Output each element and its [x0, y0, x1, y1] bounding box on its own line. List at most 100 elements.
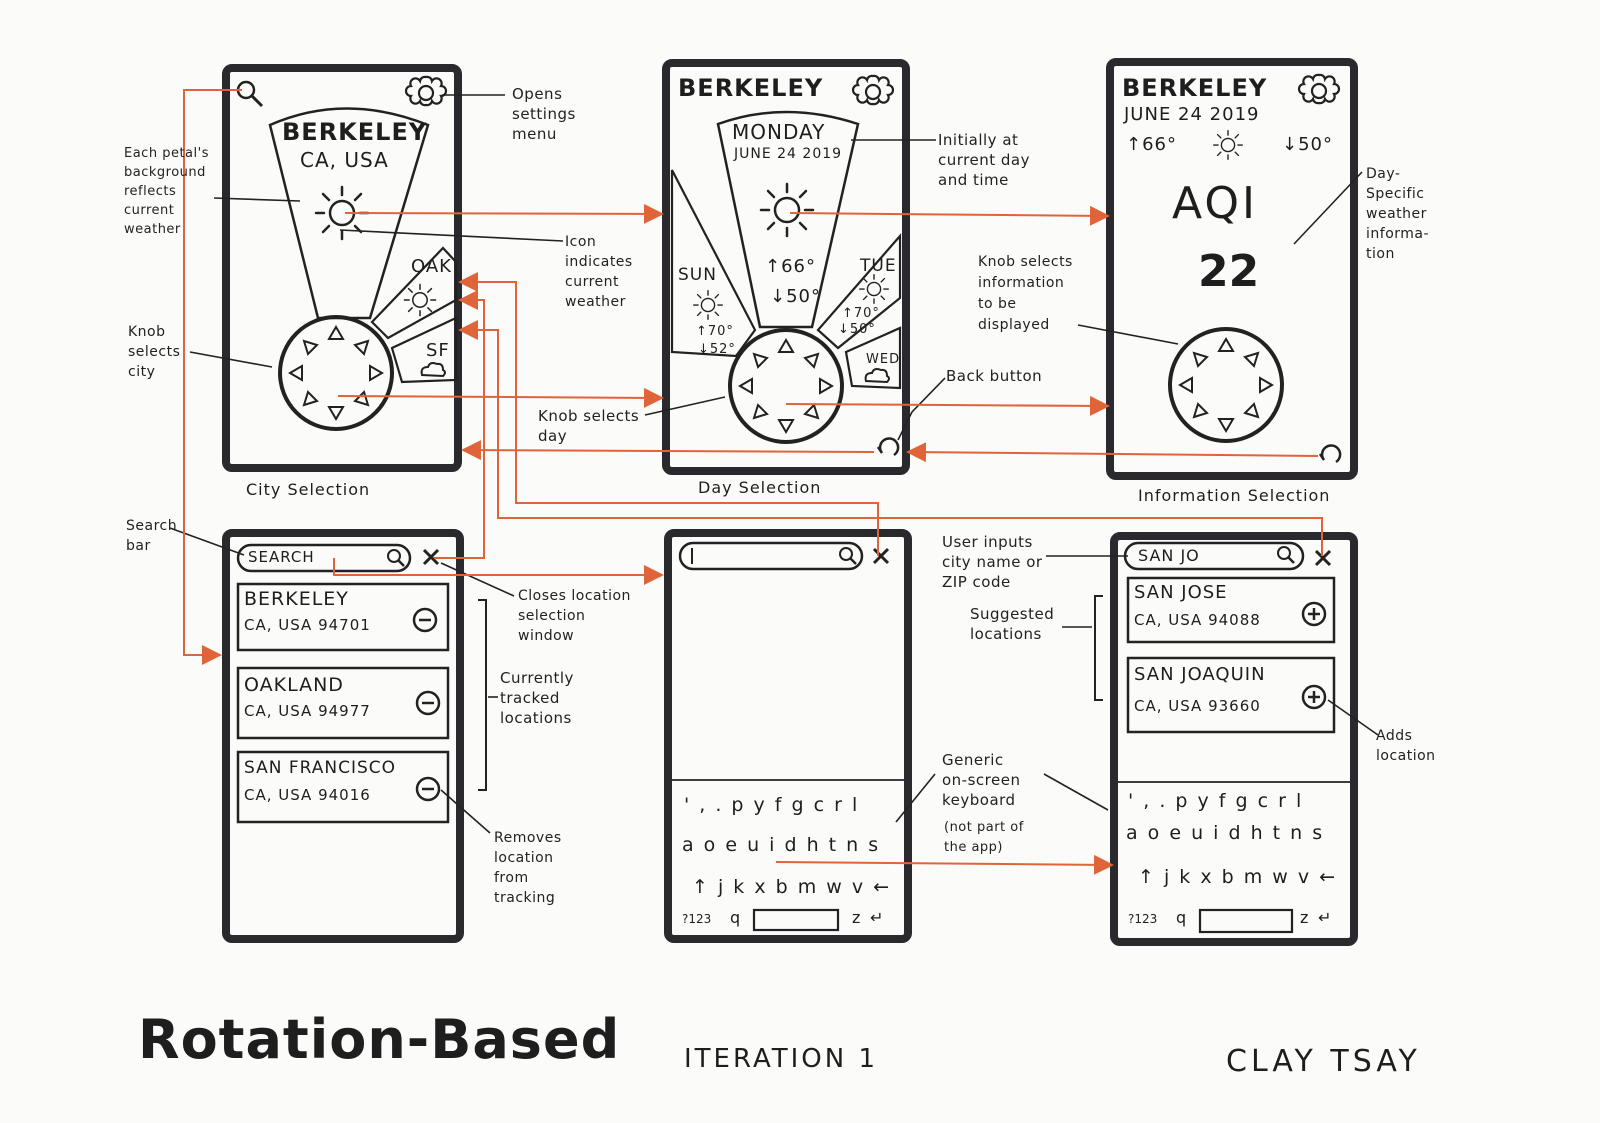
- petal-sf: [390, 316, 458, 384]
- note-knob-selects-info: Knob selects information to be displayed: [978, 254, 1073, 333]
- key-enter[interactable]: ↵: [1318, 908, 1332, 927]
- note-initially-current: Initially at current day and time: [938, 131, 1030, 189]
- screen-typing-empty-frame: [664, 529, 912, 943]
- iteration-label: ITERATION 1: [684, 1044, 879, 1074]
- day-name: MONDAY: [732, 120, 826, 144]
- screen-info-frame: [1106, 58, 1358, 480]
- petal-oak-label: OAK: [411, 256, 452, 277]
- petal-city-name: BERKELEY: [282, 118, 428, 146]
- location-name: BERKELEY: [244, 588, 349, 610]
- location-name: SAN FRANCISCO: [244, 758, 397, 778]
- tue-high: ↑70°: [842, 306, 880, 321]
- key-enter[interactable]: ↵: [870, 908, 884, 927]
- suggested-location[interactable]: SAN JOSE CA, USA 94088: [1134, 582, 1304, 629]
- petal-sun: [670, 169, 757, 358]
- location-name: SAN JOSE: [1134, 582, 1228, 603]
- screen-city-frame: [222, 64, 462, 472]
- location-detail: CA, USA 94701: [244, 616, 371, 634]
- location-detail: CA, USA 94088: [1134, 611, 1261, 629]
- tue-low: ↓50°: [838, 322, 876, 337]
- note-currently-tracked: Currently tracked locations: [500, 669, 574, 727]
- note-petal-background: Each petal's background reflects current…: [124, 146, 209, 237]
- key-q[interactable]: q: [730, 908, 741, 927]
- note-suggested-locations: Suggested locations: [970, 605, 1055, 643]
- note-knob-selects-city: Knob selects city: [128, 324, 181, 380]
- keyboard-row-1[interactable]: ' , . p y f g c r l: [684, 794, 860, 816]
- info-high: ↑66°: [1126, 134, 1177, 155]
- location-detail: CA, USA 94016: [244, 786, 371, 804]
- search-input[interactable]: SEARCH: [248, 548, 315, 566]
- info-value: 22: [1198, 246, 1260, 297]
- close-icon[interactable]: [872, 547, 890, 565]
- sun-high: ↑70°: [696, 324, 734, 339]
- petal-sf-label: SF: [426, 340, 450, 361]
- info-low: ↓50°: [1282, 134, 1333, 155]
- note-search-bar: Search bar: [126, 518, 178, 554]
- note-adds-location: Adds location: [1376, 728, 1436, 764]
- note-generic-keyboard: Generic on-screen keyboard: [942, 751, 1021, 809]
- key-z[interactable]: z: [852, 908, 861, 927]
- note-day-specific: Day- Specific weather informa- tion: [1366, 166, 1430, 262]
- back-icon[interactable]: [876, 437, 900, 457]
- petal-region: CA, USA: [300, 148, 389, 172]
- gear-icon[interactable]: [851, 74, 895, 106]
- petal-berkeley: [268, 107, 430, 320]
- location-name: SAN JOAQUIN: [1134, 664, 1266, 685]
- sun-icon: [759, 182, 815, 238]
- note-user-inputs: User inputs city name or ZIP code: [942, 533, 1043, 591]
- day-low: ↓50°: [770, 286, 821, 307]
- sun-low: ↓52°: [698, 342, 736, 357]
- day-date: JUNE 24 2019: [734, 146, 843, 162]
- day-knob[interactable]: [728, 328, 844, 444]
- key-123[interactable]: ?123: [682, 912, 712, 926]
- note-removes-location: Removes location from tracking: [494, 830, 562, 906]
- petal-oak: [370, 246, 458, 340]
- city-knob[interactable]: [278, 315, 394, 431]
- gear-icon[interactable]: [1297, 73, 1341, 105]
- petal-monday: [716, 110, 860, 329]
- petal-tue: [816, 233, 902, 350]
- key-123[interactable]: ?123: [1128, 912, 1158, 926]
- note-not-part: (not part of the app): [944, 820, 1024, 855]
- keyboard-row-1[interactable]: ' , . p y f g c r l: [1128, 790, 1304, 812]
- key-q[interactable]: q: [1176, 908, 1187, 927]
- day-city-name: BERKELEY: [678, 74, 824, 102]
- wed-label: WED: [866, 352, 901, 367]
- location-detail: CA, USA 94977: [244, 702, 371, 720]
- page-title: Rotation-Based: [138, 1008, 621, 1071]
- tracked-location[interactable]: BERKELEY CA, USA 94701: [244, 588, 424, 634]
- suggested-location[interactable]: SAN JOAQUIN CA, USA 93660: [1134, 664, 1304, 715]
- keyboard-row-2[interactable]: a o e u i d h t n s: [682, 834, 881, 856]
- petal-wed: [844, 326, 902, 390]
- note-closes-location: Closes location selection window: [518, 588, 631, 644]
- caption-city: City Selection: [246, 480, 371, 499]
- close-icon[interactable]: [422, 548, 440, 566]
- search-icon[interactable]: [236, 80, 264, 108]
- gear-icon[interactable]: [404, 75, 448, 107]
- screen-search-frame: [222, 529, 464, 943]
- close-icon[interactable]: [1314, 549, 1332, 567]
- keyboard-row-2[interactable]: a o e u i d h t n s: [1126, 822, 1325, 844]
- info-metric: AQI: [1172, 178, 1258, 229]
- day-high: ↑66°: [765, 256, 816, 277]
- sun-label: SUN: [678, 265, 717, 285]
- caption-info: Information Selection: [1138, 486, 1331, 505]
- search-query-input[interactable]: SAN JO: [1138, 546, 1200, 565]
- info-date: JUNE 24 2019: [1124, 104, 1260, 125]
- info-knob[interactable]: [1168, 327, 1284, 443]
- key-z[interactable]: z: [1300, 908, 1309, 927]
- location-name: OAKLAND: [244, 674, 344, 696]
- screen-typing-suggest-frame: [1110, 532, 1358, 946]
- tue-label: TUE: [860, 256, 897, 276]
- tracked-location[interactable]: SAN FRANCISCO CA, USA 94016: [244, 758, 424, 804]
- note-icon-indicates: Icon indicates current weather: [565, 234, 633, 310]
- screen-day-frame: [662, 59, 910, 475]
- info-city-name: BERKELEY: [1122, 74, 1268, 102]
- back-icon[interactable]: [1318, 444, 1342, 464]
- location-detail: CA, USA 93660: [1134, 697, 1261, 715]
- tracked-location[interactable]: OAKLAND CA, USA 94977: [244, 674, 424, 720]
- keyboard-row-3[interactable]: ↑ j k x b m w v ←: [692, 876, 892, 898]
- caption-day: Day Selection: [698, 478, 822, 497]
- keyboard-row-3[interactable]: ↑ j k x b m w v ←: [1138, 866, 1338, 888]
